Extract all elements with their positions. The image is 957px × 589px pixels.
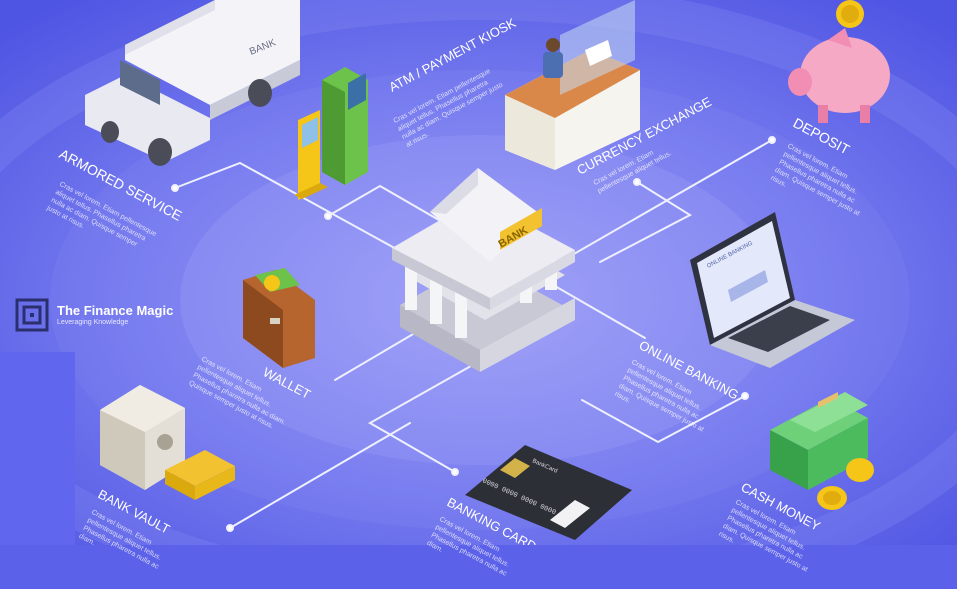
connector-dot-armored bbox=[171, 184, 179, 192]
watermark-tagline: Leveraging Knowledge bbox=[57, 318, 129, 326]
connector-lines bbox=[171, 136, 776, 532]
piggy-bank-icon bbox=[788, 0, 890, 123]
vault-icon bbox=[100, 385, 235, 500]
connector-vault bbox=[229, 422, 411, 529]
finance-magic-logo-icon bbox=[15, 298, 49, 332]
isometric-banking-diagram: BANK BANK bbox=[0, 0, 957, 545]
connector-dot-card bbox=[451, 468, 459, 476]
connector-cash bbox=[581, 395, 746, 444]
connector-armored bbox=[174, 161, 421, 263]
laptop-icon bbox=[690, 212, 855, 368]
armored-truck-icon bbox=[85, 0, 300, 166]
connector-card bbox=[367, 361, 479, 473]
connector-online bbox=[547, 281, 646, 339]
connector-dot-vault bbox=[226, 524, 234, 532]
wallet-icon bbox=[243, 268, 315, 368]
exchange-desk-icon bbox=[505, 0, 640, 170]
connector-dot-atm bbox=[324, 212, 332, 220]
overlay-panel bbox=[0, 352, 75, 545]
cash-stack-icon bbox=[770, 392, 874, 510]
connector-dot-currency bbox=[633, 178, 641, 186]
connector-currency bbox=[599, 181, 693, 263]
watermark: The Finance Magic Leveraging Knowledge bbox=[15, 294, 190, 336]
atm-kiosk-icon bbox=[294, 67, 368, 200]
connector-dot-deposit bbox=[768, 136, 776, 144]
connector-dot-cash bbox=[741, 392, 749, 400]
bank-building-icon bbox=[392, 168, 575, 372]
bank-card-icon bbox=[465, 445, 632, 540]
watermark-text: The Finance Magic Leveraging Knowledge bbox=[57, 303, 173, 328]
watermark-name: The Finance Magic bbox=[57, 302, 174, 318]
connector-deposit bbox=[559, 139, 773, 263]
connector-wallet bbox=[334, 329, 421, 381]
